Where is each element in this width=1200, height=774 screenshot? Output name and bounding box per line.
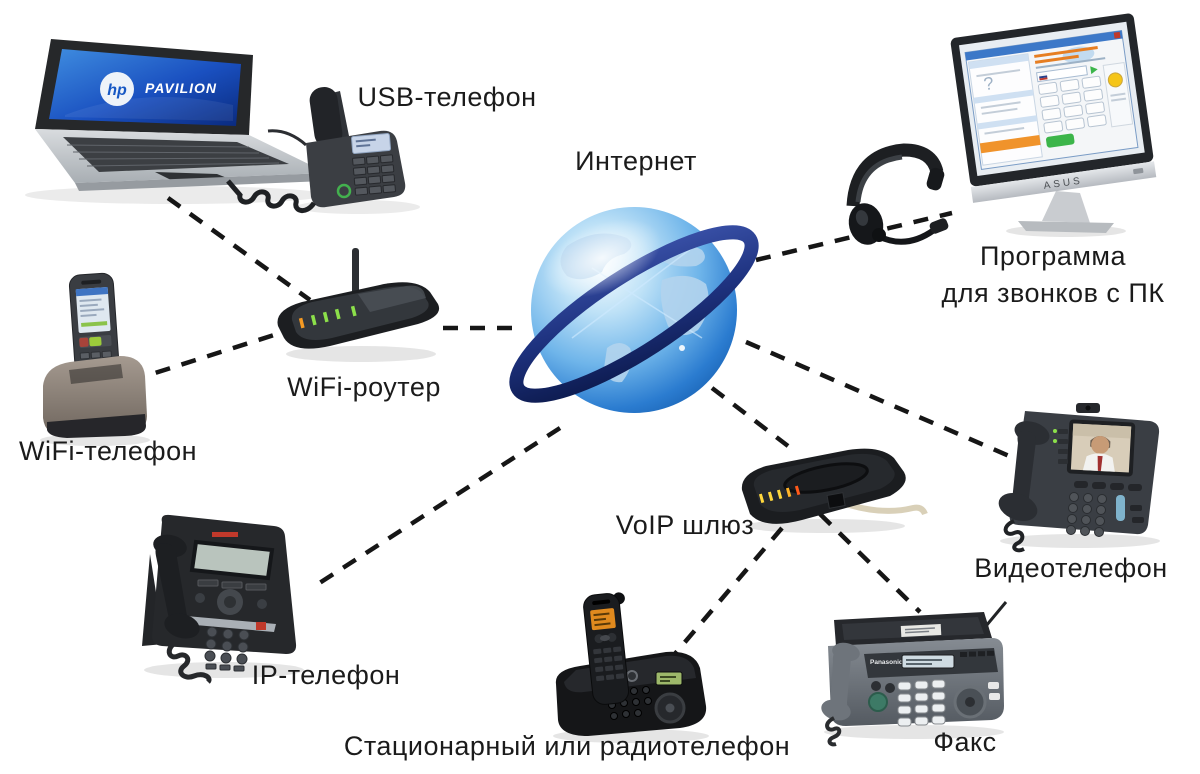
laptop-brand-text: hp: [107, 82, 127, 99]
ip-phone-display: [189, 539, 275, 581]
connection-laptop-router: [166, 196, 312, 302]
wifi-phone-illustration: [25, 266, 160, 448]
fax-antenna: [984, 601, 1008, 627]
label-pc-program: Программа для звонков с ПК: [941, 238, 1164, 312]
window-close-icon: [1113, 31, 1121, 39]
voip-gateway-illustration: [730, 444, 928, 536]
softphone-titlebar: [965, 30, 1123, 61]
badge-icon: [1107, 72, 1123, 88]
connection-internet-pc: [755, 210, 953, 263]
videophone-volume-key: [1116, 495, 1125, 521]
headset-mic-boom: [876, 227, 936, 245]
connection-gateway-fax: [818, 512, 922, 614]
monitor-chin: [970, 161, 1157, 203]
connection-gateway-landline: [666, 526, 784, 664]
router-antenna: [352, 248, 359, 300]
label-wifi-router: WiFi-роутер: [287, 372, 441, 402]
usb-phone-handset: [309, 87, 343, 147]
label-landline-phone: Стационарный или радиотелефон: [343, 731, 791, 761]
label-fax: Факс: [933, 727, 997, 757]
cordless-handset-keypad: [593, 646, 625, 682]
pc-monitor-illustration: ?: [938, 13, 1168, 237]
video-phone-illustration: [970, 393, 1170, 553]
router-leds: [298, 305, 357, 329]
fax-illustration: Panasonic: [806, 598, 1018, 747]
call-button: [1046, 133, 1075, 148]
label-ip-phone: IP-телефон: [251, 660, 401, 690]
gateway-leds: [758, 485, 801, 504]
ip-phone-illustration: [124, 494, 324, 684]
fax-display: [901, 654, 955, 669]
ip-phone-red-key: [256, 622, 266, 630]
ip-phone-handset: [155, 543, 188, 632]
label-wifi-phone: WiFi-телефон: [18, 436, 198, 466]
monitor-stand: [1042, 191, 1090, 223]
fax-label: [900, 623, 942, 638]
laptop-illustration: hp PAVILION: [5, 25, 340, 210]
headset-mic: [929, 218, 949, 234]
headset-earhook: [926, 167, 945, 191]
label-pc-program-line1: Программа: [980, 241, 1126, 271]
wifi-phone-ok-key: [89, 336, 102, 347]
label-pc-program-line2: для звонков с ПК: [941, 278, 1165, 308]
gateway-port: [826, 492, 846, 509]
coiled-cord: [226, 179, 317, 213]
usb-phone-display: [351, 133, 392, 154]
gateway-cable: [839, 499, 928, 516]
cordless-phone-illustration: [536, 588, 716, 746]
fax-start-button: [868, 692, 888, 712]
label-usb-phone: USB-телефон: [357, 82, 537, 112]
cordless-base-display: [655, 671, 683, 686]
internet-globe-illustration: [509, 188, 762, 438]
fax-brand-text: Panasonic: [870, 659, 903, 666]
label-internet: Интернет: [575, 146, 697, 176]
label-voip-gateway: VoIP шлюз: [615, 510, 755, 540]
connection-internet-videophone: [745, 339, 1024, 465]
coiled-cord: [825, 716, 842, 747]
monitor-base: [1018, 221, 1114, 233]
usb-phone-keypad: [352, 154, 396, 196]
usb-phone-illustration: [226, 85, 420, 220]
wifi-router-illustration: [266, 246, 448, 368]
usb-phone-speaker-button: [336, 183, 352, 199]
laptop-screen: [49, 49, 241, 126]
coiled-cord: [166, 639, 212, 684]
softphone-number-input: [1036, 65, 1088, 83]
softphone-alert-row: [979, 135, 1041, 154]
fax-keypad: [897, 679, 946, 727]
coiled-cord: [1003, 519, 1025, 553]
fax-handset: [830, 649, 851, 715]
softphone-dialpad: [1038, 75, 1107, 134]
connection-internet-ipphone: [316, 426, 562, 586]
help-icon: ?: [982, 73, 995, 94]
headset-illustration: [838, 136, 949, 258]
label-video-phone: Видеотелефон: [974, 553, 1168, 583]
laptop-model-text: PAVILION: [145, 80, 217, 96]
usb-cable: [267, 129, 307, 147]
videophone-handset: [1012, 431, 1036, 510]
videophone-keypad: [1066, 492, 1107, 537]
hp-logo-icon: [100, 72, 134, 106]
ip-phone-logo: [212, 532, 238, 537]
caller-face: [1091, 435, 1110, 454]
monitor-brand-text: ASUS: [1043, 175, 1083, 191]
call-arrow-icon: [1090, 66, 1098, 75]
ip-phone-keypad: [204, 626, 250, 672]
headset-band: [846, 143, 944, 207]
